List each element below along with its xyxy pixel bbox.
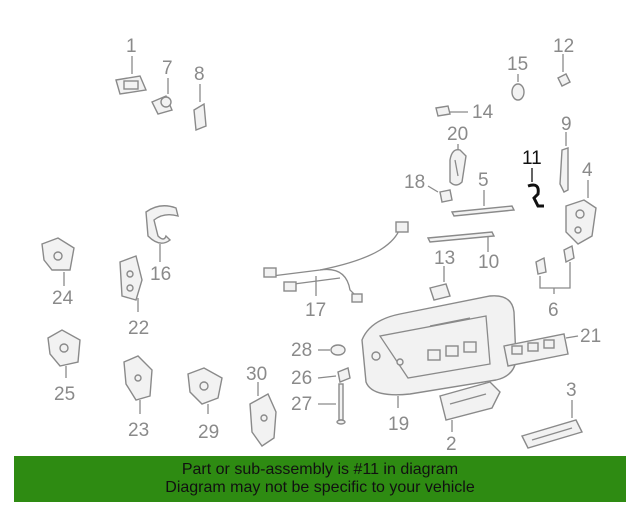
part-9[interactable]: 9	[559, 114, 572, 193]
callout-24: 24	[52, 288, 74, 309]
part-22[interactable]: 22	[119, 255, 149, 339]
callout-13: 13	[434, 248, 455, 269]
callout-5: 5	[478, 170, 489, 191]
callout-17: 17	[305, 300, 326, 321]
callout-11: 11	[522, 148, 542, 169]
part-5[interactable]: 5	[450, 170, 516, 217]
callout-28: 28	[291, 340, 312, 361]
part-12[interactable]: 12	[553, 36, 574, 87]
callout-4: 4	[582, 160, 593, 181]
callout-23: 23	[128, 420, 149, 441]
part-24[interactable]: 24	[41, 237, 75, 309]
part-21[interactable]: 21	[503, 326, 601, 367]
part-19[interactable]: 19	[361, 295, 517, 435]
callout-29: 29	[198, 422, 219, 443]
part-27[interactable]: 27	[291, 383, 346, 425]
callout-18: 18	[404, 172, 425, 193]
part-26[interactable]: 26	[291, 367, 351, 389]
notice-line-disclaimer: Diagram may not be specific to your vehi…	[165, 479, 475, 496]
callout-30: 30	[246, 364, 267, 385]
part-18[interactable]: 18	[404, 172, 453, 203]
notice-banner: Part or sub-assembly is #11 in diagram D…	[14, 456, 626, 502]
callout-6: 6	[548, 300, 559, 321]
callout-14: 14	[472, 102, 494, 123]
part-6[interactable]: 6	[535, 244, 575, 321]
callout-7: 7	[162, 58, 173, 79]
callout-27: 27	[291, 394, 312, 415]
part-28[interactable]: 28	[291, 340, 346, 361]
part-25[interactable]: 25	[47, 329, 81, 405]
part-7[interactable]: 7	[151, 58, 173, 115]
callout-22: 22	[128, 318, 149, 339]
exploded-parts-diagram: 1 7 8 15 12 14 20 9	[41, 36, 601, 455]
notice-line-part: Part or sub-assembly is #11 in diagram	[181, 461, 459, 478]
part-3[interactable]: 3	[521, 380, 583, 449]
part-29[interactable]: 29	[187, 367, 223, 443]
part-10[interactable]: 10	[426, 231, 499, 273]
part-16[interactable]: 16	[145, 205, 179, 285]
part-17[interactable]: 17	[263, 221, 409, 321]
callout-2: 2	[446, 434, 457, 455]
callout-9: 9	[561, 114, 572, 135]
callout-20: 20	[447, 124, 468, 145]
part-11[interactable]: 11	[522, 148, 544, 208]
callout-19: 19	[388, 414, 409, 435]
part-8[interactable]: 8	[193, 64, 207, 131]
callout-12: 12	[553, 36, 574, 57]
callout-8: 8	[194, 64, 205, 85]
part-2[interactable]: 2	[439, 381, 501, 455]
callout-25: 25	[54, 384, 75, 405]
callout-21: 21	[580, 326, 601, 347]
part-14[interactable]: 14	[435, 102, 494, 123]
part-20[interactable]: 20	[447, 124, 468, 186]
callout-3: 3	[566, 380, 577, 401]
callout-10: 10	[478, 252, 499, 273]
part-30[interactable]: 30	[246, 364, 277, 447]
callout-15: 15	[507, 54, 528, 75]
callout-1: 1	[126, 36, 137, 57]
callout-26: 26	[291, 368, 312, 389]
part-15[interactable]: 15	[507, 54, 528, 101]
part-13[interactable]: 13	[429, 248, 455, 301]
part-4[interactable]: 4	[565, 160, 597, 245]
part-23[interactable]: 23	[123, 355, 153, 441]
part-1[interactable]: 1	[115, 36, 147, 95]
callout-16: 16	[150, 264, 171, 285]
